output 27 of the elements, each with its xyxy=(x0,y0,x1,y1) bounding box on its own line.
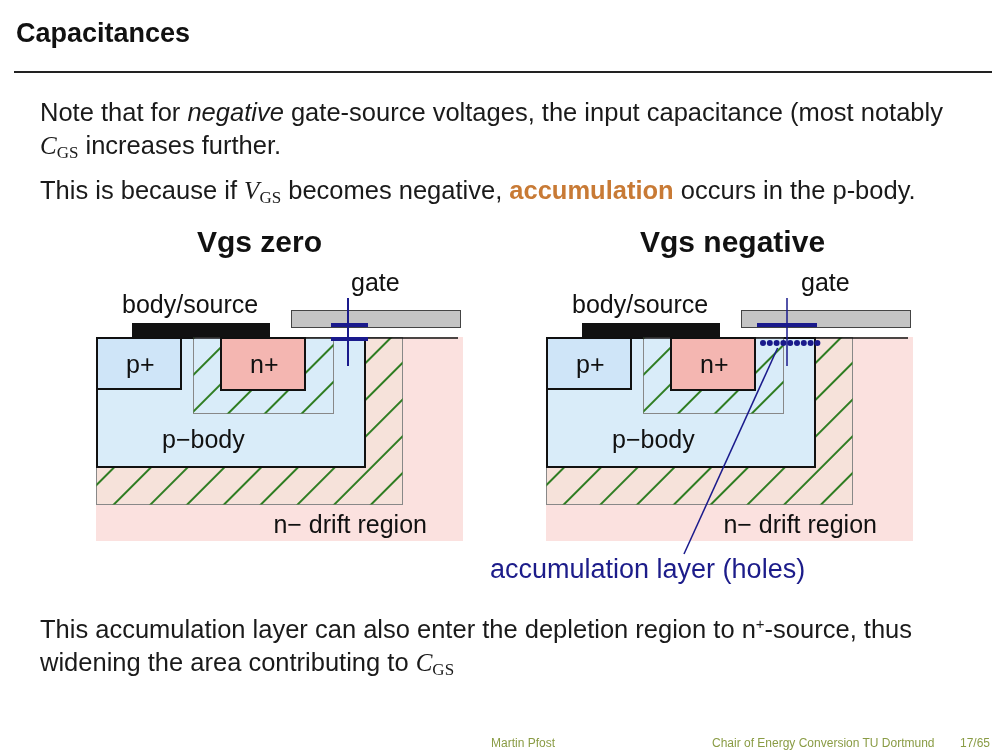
leader-line xyxy=(683,347,779,555)
diagram-heading: Vgs negative xyxy=(640,225,826,259)
region-label: n− drift region xyxy=(273,510,427,539)
accumulation-dots xyxy=(759,338,821,348)
footer-text: Chair of Energy Conversion TU Dortmund xyxy=(712,736,935,750)
drift-region xyxy=(96,337,463,541)
callout-label: accumulation layer (holes) xyxy=(490,554,806,585)
paragraph: This is because if V$_{GS}$ becomes negative, accumulation occurs in the p-body. xyxy=(40,175,917,209)
page-number: 17/65 xyxy=(960,736,991,750)
p-plus-region: p+ xyxy=(96,337,182,390)
footer-author: Martin Pfost xyxy=(491,736,556,750)
n-plus-region: n+ xyxy=(220,337,306,391)
drift-region xyxy=(546,337,913,541)
p-body-region xyxy=(96,337,366,468)
gate-label: gate xyxy=(801,268,850,297)
diagram-heading: Vgs zero xyxy=(197,225,323,259)
region-label: p−body xyxy=(612,425,695,454)
region-label: n− drift region xyxy=(723,510,877,539)
paragraph: Note that for negative gate-source voltages, the input capacitance (most notably C$_{GS}$ increases further. xyxy=(40,97,944,164)
region-label: p−body xyxy=(162,425,245,454)
contact-label: body/source xyxy=(572,290,709,319)
paragraph: This accumulation layer can also enter the depletion region to n$^{+}$-source, thus widening the area contributing to C$_{GS}$ xyxy=(40,613,913,681)
contact-label: body/source xyxy=(122,290,259,319)
n-plus-region: n+ xyxy=(670,337,756,391)
p-plus-region: p+ xyxy=(546,337,632,390)
slide-title: Capacitances xyxy=(16,18,191,49)
gate-label: gate xyxy=(351,268,400,297)
